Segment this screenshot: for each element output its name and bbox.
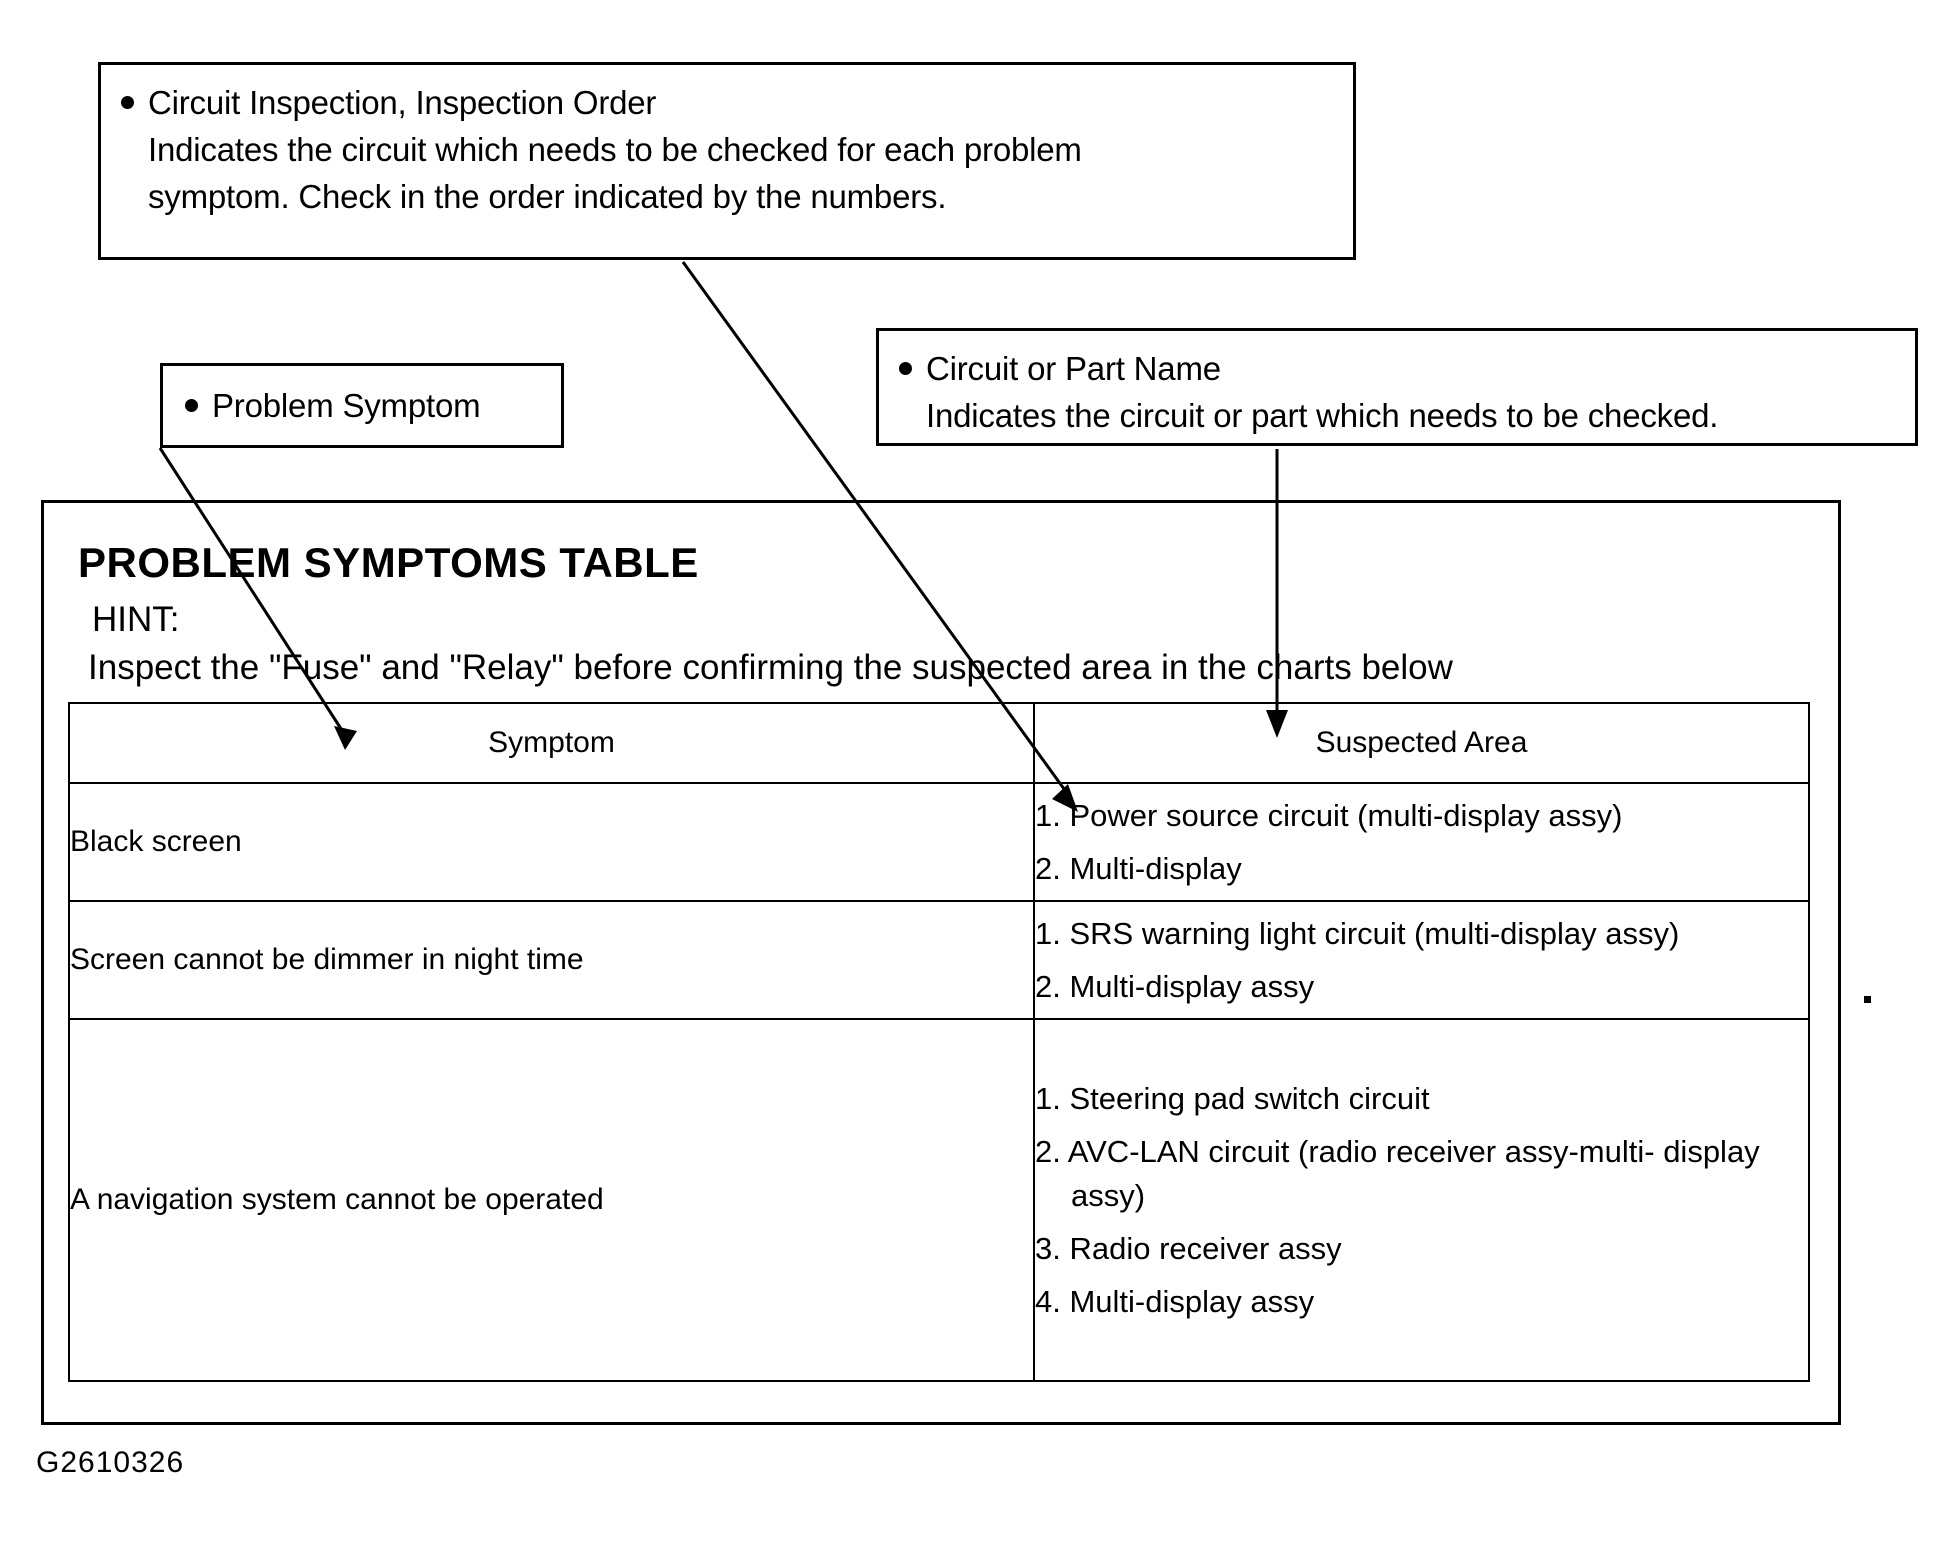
list-item: 1. Power source circuit (multi-display a… [1035, 797, 1623, 833]
callout-circuit-inspection-order: Circuit Inspection, Inspection Order Ind… [98, 62, 1356, 260]
cell-suspected-area: 1. Steering pad switch circuit 2. AVC-LA… [1033, 1018, 1810, 1382]
list-item: 2. Multi-display assy [1035, 968, 1315, 1004]
cell-symptom: A navigation system cannot be operated [68, 1018, 1035, 1382]
hint-text: Inspect the "Fuse" and "Relay" before co… [88, 648, 1453, 687]
column-header-suspected-area: Suspected Area [1033, 702, 1810, 784]
suspected-area-list: 1. Power source circuit (multi-display a… [1035, 794, 1808, 891]
callout-circuit-or-part-name: Circuit or Part Name Indicates the circu… [876, 328, 1918, 446]
suspected-area-list: 1. SRS warning light circuit (multi-disp… [1035, 912, 1808, 1009]
cell-symptom: Screen cannot be dimmer in night time [68, 900, 1035, 1020]
list-item: 3. Radio receiver assy [1035, 1230, 1342, 1266]
stray-ink-mark [1864, 996, 1871, 1003]
figure-reference-code: G2610326 [36, 1446, 185, 1479]
table-row: Screen cannot be dimmer in night time 1.… [68, 900, 1810, 1020]
list-item: 2. AVC-LAN circuit (radio receiver assy-… [1035, 1133, 1760, 1213]
callout-title-row: Problem Symptom [163, 382, 481, 429]
list-item: 2. Multi-display [1035, 850, 1242, 886]
callout-title-row: Circuit Inspection, Inspection Order [121, 79, 1333, 126]
callout-body-line-2: symptom. Check in the order indicated by… [148, 178, 947, 215]
problem-symptoms-table: Symptom Suspected Area Black screen 1. P… [68, 702, 1810, 1382]
cell-suspected-area: 1. Power source circuit (multi-display a… [1033, 782, 1810, 902]
table-row: A navigation system cannot be operated 1… [68, 1018, 1810, 1382]
callout-title: Problem Symptom [212, 387, 481, 424]
list-item: 4. Multi-display assy [1035, 1283, 1315, 1319]
suspected-area-list: 1. Steering pad switch circuit 2. AVC-LA… [1035, 1077, 1808, 1324]
callout-body-line-1: Indicates the circuit or part which need… [926, 397, 1719, 434]
page-title: PROBLEM SYMPTOMS TABLE [78, 539, 699, 586]
problem-symptoms-section-frame [41, 500, 1841, 1425]
table-row: Black screen 1. Power source circuit (mu… [68, 782, 1810, 902]
callout-problem-symptom: Problem Symptom [160, 363, 564, 448]
table-header-row: Symptom Suspected Area [68, 702, 1810, 784]
callout-title: Circuit or Part Name [926, 350, 1221, 387]
cell-suspected-area: 1. SRS warning light circuit (multi-disp… [1033, 900, 1810, 1020]
callout-title-row: Circuit or Part Name [899, 345, 1895, 392]
bullet-dot-icon [121, 96, 134, 109]
hint-label: HINT: [92, 600, 180, 639]
list-item: 1. Steering pad switch circuit [1035, 1080, 1430, 1116]
callout-body-line-1: Indicates the circuit which needs to be … [148, 131, 1082, 168]
column-header-symptom: Symptom [68, 702, 1035, 784]
list-item: 1. SRS warning light circuit (multi-disp… [1035, 915, 1680, 951]
callout-title: Circuit Inspection, Inspection Order [148, 84, 657, 121]
bullet-dot-icon [899, 362, 912, 375]
bullet-dot-icon [185, 399, 198, 412]
cell-symptom: Black screen [68, 782, 1035, 902]
